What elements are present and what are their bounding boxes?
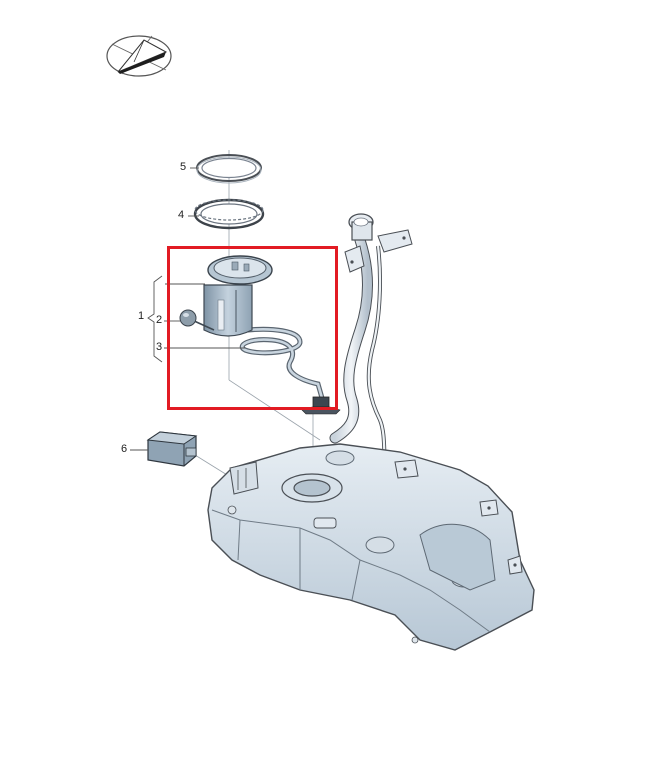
locking-ring-part[interactable] — [193, 198, 265, 230]
fuel-tank-part[interactable] — [207, 443, 535, 651]
callout-leaders — [130, 167, 245, 451]
callout-2[interactable]: 2 — [156, 314, 163, 326]
callout-1[interactable]: 1 — [138, 310, 145, 322]
paper-plane-emblem-icon — [106, 35, 172, 77]
callout-4[interactable]: 4 — [178, 209, 185, 221]
pump-control-unit-part[interactable] — [146, 431, 198, 467]
callout-6[interactable]: 6 — [121, 443, 128, 455]
callout-5[interactable]: 5 — [180, 161, 187, 173]
callout-3[interactable]: 3 — [156, 341, 163, 353]
fuel-pump-module-part[interactable] — [179, 255, 341, 415]
logo — [104, 32, 174, 80]
